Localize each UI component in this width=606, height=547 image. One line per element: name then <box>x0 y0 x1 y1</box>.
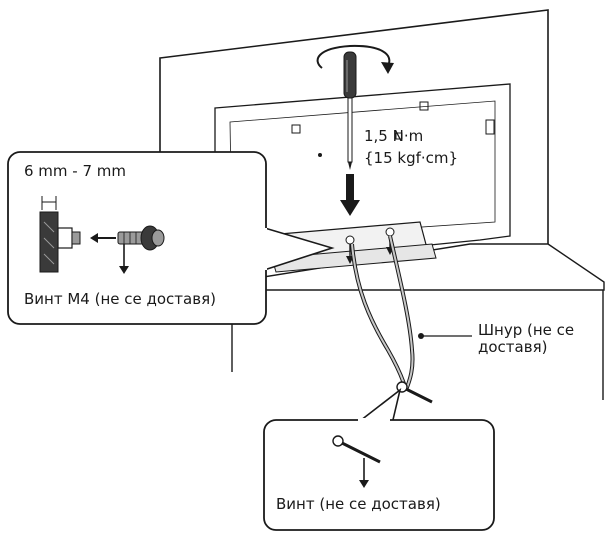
rotation-arrowhead-icon <box>381 62 394 74</box>
cord <box>350 235 415 391</box>
m4-screw-icon <box>117 225 165 274</box>
cord-label: Шнур (не се доставя) <box>478 321 575 357</box>
wall-section-icon <box>39 211 81 273</box>
back-hole-1 <box>291 124 301 134</box>
callout-bottom-mask <box>358 418 390 422</box>
back-dot <box>318 153 322 157</box>
back-slot <box>485 119 495 135</box>
callout-bottom-pointer <box>355 387 402 425</box>
callout-top-left-mask <box>257 228 267 270</box>
back-hole-3 <box>395 132 403 140</box>
width-range-label: 6 mm - 7 mm <box>24 162 127 180</box>
width-dimension-icon <box>41 196 57 210</box>
wood-screw-icon <box>332 435 381 488</box>
callout-bottom-box <box>263 419 495 531</box>
wall-screw-label: Винт (не се доставя) <box>276 495 441 513</box>
back-hole-2 <box>419 101 429 111</box>
down-arrow-icon <box>340 174 360 216</box>
insert-arrow-icon <box>90 233 116 243</box>
torque-value-kgf: {15 kgf·cm} <box>364 149 459 167</box>
rotation-arrow-icon <box>316 44 391 69</box>
screwdriver-icon <box>343 51 357 170</box>
m4-screw-label: Винт M4 (не се доставя) <box>24 290 216 308</box>
callout-top-left-pointer <box>257 225 335 273</box>
torque-value-nm: 1,5 N·m <box>364 127 424 145</box>
wall-screw-icon <box>396 381 433 404</box>
